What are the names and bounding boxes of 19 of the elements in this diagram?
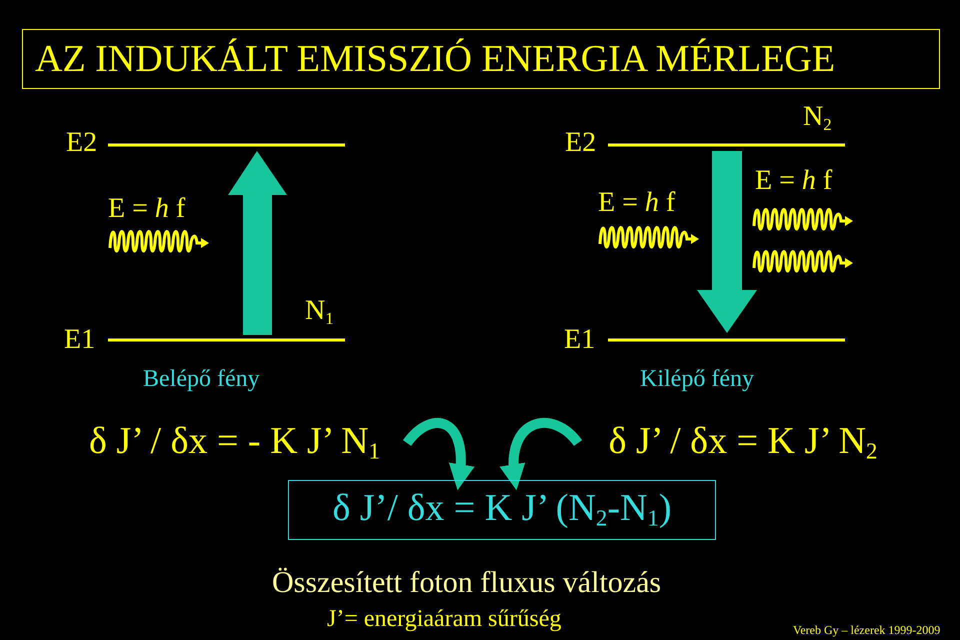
diagram-label: Belépő fény bbox=[143, 366, 260, 392]
caption-text: Összesített foton fluxus változás bbox=[272, 566, 662, 599]
diagram-label: E1 bbox=[64, 325, 96, 356]
credit-note: Vereb Gy – lézerek 1999-2009 bbox=[793, 624, 940, 638]
title-banner: AZ INDUKÁLT EMISSZIÓ ENERGIA MÉRLEGE bbox=[22, 29, 940, 89]
diagram-label: E2 bbox=[565, 128, 596, 159]
curved-arrow bbox=[403, 418, 474, 490]
diagram-label: E = h f bbox=[755, 166, 832, 197]
diagram-label: E = h f bbox=[108, 194, 186, 225]
diagram-label: Kilépő fény bbox=[640, 366, 754, 392]
equation: δ J’ / δx = - K J’ N$_{1}$ bbox=[62, 420, 407, 466]
equation: δ J’ / δx = K J’ N$_{2}$ bbox=[578, 420, 908, 466]
diagram-label: N$_{1}$ bbox=[305, 296, 334, 328]
boxed-equation: δ J’/ δx = K J’ (N$_{2}$-N$_{1}$) bbox=[288, 480, 716, 540]
diagram-label: E2 bbox=[66, 128, 98, 159]
caption-text: J’= energiaáram sűrűség bbox=[327, 606, 562, 632]
diagram-label: E1 bbox=[564, 325, 596, 356]
diagram-label: N$_{2}$ bbox=[803, 102, 832, 134]
diagram-label: E = h f bbox=[598, 188, 676, 219]
